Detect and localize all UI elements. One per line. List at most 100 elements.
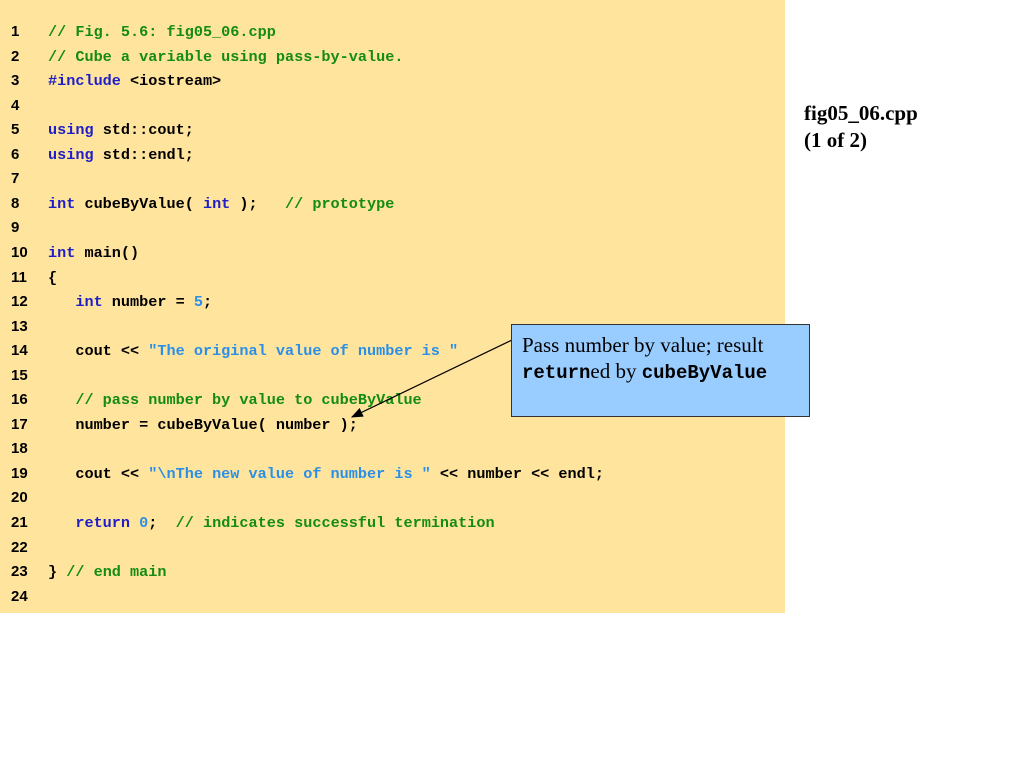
code-token: int bbox=[48, 243, 76, 262]
line-number: 13 bbox=[11, 317, 28, 335]
line-number: 16 bbox=[11, 391, 28, 409]
line-number: 24 bbox=[11, 587, 28, 605]
code-token: "\nThe new value of number is " bbox=[148, 464, 431, 483]
code-text: return 0; // indicates successful termin… bbox=[48, 513, 495, 533]
code-line: 1 // Fig. 5.6: fig05_06.cpp bbox=[0, 22, 785, 47]
code-line: 20 bbox=[0, 488, 785, 513]
code-text: int number = 5; bbox=[48, 292, 212, 312]
code-line: 23} // end main bbox=[0, 562, 785, 587]
code-token: std::cout; bbox=[93, 121, 194, 140]
code-token: { bbox=[48, 268, 58, 287]
code-token: number = cubeByValue( number ); bbox=[48, 415, 358, 434]
code-text: // Fig. 5.6: fig05_06.cpp bbox=[48, 22, 276, 42]
code-token: // indicates successful termination bbox=[175, 514, 495, 532]
code-line: 12 int number = 5; bbox=[0, 292, 785, 317]
code-line: 6 using std::endl; bbox=[0, 145, 785, 170]
code-listing-panel: 1 // Fig. 5.6: fig05_06.cpp 2 // Cube a var… bbox=[0, 0, 785, 613]
code-token: cout << bbox=[48, 342, 149, 361]
code-text: { bbox=[48, 268, 57, 288]
slide-side-title: fig05_06.cpp (1 of 2) bbox=[804, 100, 918, 154]
code-text: using std::cout; bbox=[48, 120, 194, 140]
code-token: int bbox=[48, 194, 76, 213]
code-token: 0 bbox=[139, 514, 149, 532]
code-token: } bbox=[48, 563, 67, 582]
line-number: 17 bbox=[11, 415, 28, 433]
code-token: << number << endl; bbox=[430, 464, 604, 483]
line-number: 1 bbox=[11, 23, 20, 40]
line-number: 15 bbox=[11, 366, 28, 384]
code-line: 21 return 0; // indicates successful ter… bbox=[0, 513, 785, 538]
file-name-label: fig05_06.cpp bbox=[804, 101, 918, 125]
code-line: 10 int main() bbox=[0, 243, 785, 268]
code-line: 19 cout << "\nThe new value of number is… bbox=[0, 464, 785, 489]
code-line: 17 number = cubeByValue( number ); bbox=[0, 415, 785, 440]
code-token: using bbox=[48, 145, 94, 164]
line-number: 23 bbox=[11, 563, 28, 581]
code-line: 22 bbox=[0, 538, 785, 563]
code-token: // Cube a variable using pass-by-value. bbox=[48, 47, 404, 66]
line-number: 6 bbox=[11, 145, 20, 163]
callout-function-name: cubeByValue bbox=[641, 362, 768, 384]
code-token: ; bbox=[148, 514, 176, 532]
code-token: // prototype bbox=[284, 194, 395, 213]
code-token: ); bbox=[230, 194, 285, 213]
code-token: ; bbox=[202, 293, 213, 312]
line-number: 18 bbox=[11, 440, 28, 458]
code-text: cout << "\nThe new value of number is " … bbox=[48, 464, 604, 484]
code-token: std::endl; bbox=[93, 145, 194, 164]
line-number: 7 bbox=[11, 170, 20, 188]
line-number: 4 bbox=[11, 96, 20, 114]
line-number: 3 bbox=[11, 72, 20, 90]
line-number: 14 bbox=[11, 342, 28, 360]
code-line: 5 using std::cout; bbox=[0, 120, 785, 145]
code-line: 3 #include <iostream> bbox=[0, 71, 785, 96]
callout-text-1: Pass number by value; result bbox=[522, 333, 764, 357]
code-line: 15 bbox=[0, 366, 785, 391]
code-line: 18 bbox=[0, 439, 785, 464]
code-text: int cubeByValue( int ); // prototype bbox=[48, 194, 394, 214]
line-number: 2 bbox=[11, 47, 20, 65]
code-token: #include bbox=[48, 72, 121, 91]
code-line: 11 { bbox=[0, 268, 785, 293]
line-number: 22 bbox=[11, 538, 28, 556]
code-line: 2 // Cube a variable using pass-by-value. bbox=[0, 47, 785, 72]
code-token bbox=[48, 514, 75, 532]
code-token: return bbox=[75, 514, 131, 532]
code-text: // pass number by value to cubeByValue bbox=[48, 390, 422, 410]
code-token: int bbox=[75, 293, 103, 312]
code-token: // end main bbox=[66, 563, 167, 582]
line-number: 19 bbox=[11, 464, 28, 482]
code-token bbox=[48, 391, 75, 409]
code-token: "The original value of number is " bbox=[148, 342, 459, 361]
code-token: 5 bbox=[193, 293, 203, 312]
code-line: 24 bbox=[0, 587, 785, 612]
callout-text-2: ed by bbox=[590, 359, 642, 383]
code-text: using std::endl; bbox=[48, 145, 194, 165]
code-token: main() bbox=[75, 243, 140, 262]
callout-return-keyword: return bbox=[522, 362, 591, 384]
code-token: cubeByValue( bbox=[75, 194, 203, 213]
code-token: number = bbox=[102, 293, 194, 312]
code-token: // pass number by value to cubeByValue bbox=[75, 391, 422, 410]
code-token: <iostream> bbox=[120, 72, 222, 91]
line-number: 10 bbox=[11, 243, 28, 261]
code-text: } // end main bbox=[48, 562, 167, 582]
line-number: 5 bbox=[11, 121, 20, 139]
code-token: // Fig. 5.6: fig05_06.cpp bbox=[48, 23, 276, 41]
code-text: number = cubeByValue( number ); bbox=[48, 415, 358, 435]
code-line: 9 bbox=[0, 218, 785, 243]
code-token bbox=[130, 514, 139, 532]
code-token: using bbox=[48, 121, 94, 140]
code-text: // Cube a variable using pass-by-value. bbox=[48, 47, 403, 67]
code-token bbox=[48, 293, 75, 311]
line-number: 12 bbox=[11, 293, 28, 311]
code-line: 7 bbox=[0, 169, 785, 194]
code-line: 13 bbox=[0, 317, 785, 342]
line-number: 11 bbox=[11, 268, 27, 286]
page-indicator-label: (1 of 2) bbox=[804, 128, 867, 152]
code-text: int main() bbox=[48, 243, 139, 263]
line-number: 20 bbox=[11, 489, 28, 507]
annotation-callout: Pass number by value; result returned by… bbox=[511, 324, 810, 417]
code-token: int bbox=[202, 194, 231, 213]
